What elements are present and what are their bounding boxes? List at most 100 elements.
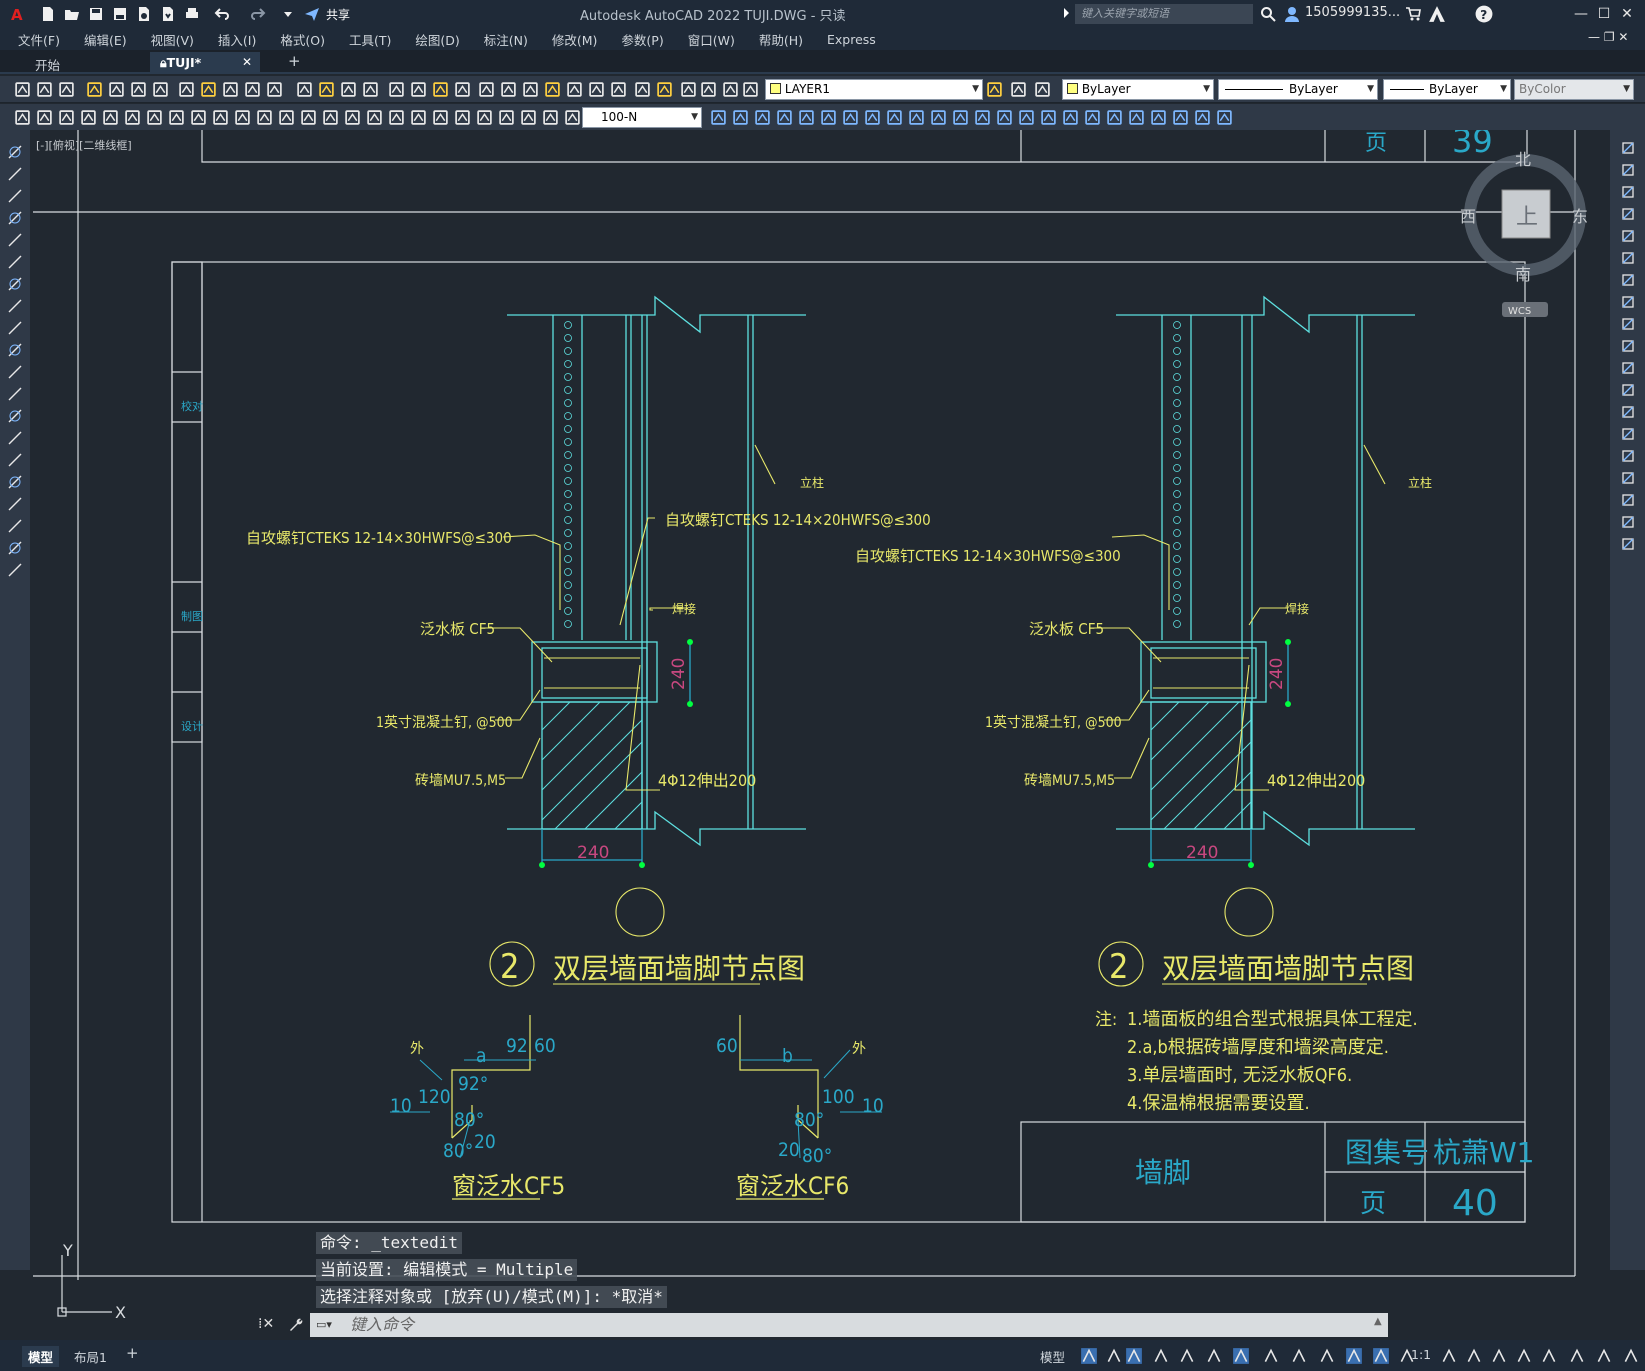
dimension-tool-icon-29[interactable] (776, 109, 793, 126)
status-toggle-icon-19[interactable] (1595, 1347, 1613, 1365)
dimension-tool-icon-24[interactable] (542, 109, 559, 126)
status-toggle-icon-5[interactable] (1205, 1347, 1223, 1365)
command-close-icon[interactable]: ⁞✕ (258, 1316, 275, 1332)
dimension-tool-icon-49[interactable] (1216, 109, 1233, 126)
dimstyle-dropdown[interactable]: 100-N▼ (582, 107, 702, 128)
modify-tool-icon-3[interactable] (1620, 206, 1636, 222)
command-history-icon[interactable]: ▭▾ (316, 1318, 332, 1331)
draw-tool-icon-17[interactable] (7, 518, 23, 534)
dimension-tool-icon-12[interactable] (278, 109, 295, 126)
standard-tool-icon-24[interactable] (566, 81, 583, 98)
modify-tool-icon-14[interactable] (1620, 448, 1636, 464)
menu-item-5[interactable]: 工具(T) (348, 32, 392, 48)
viewport-controls[interactable]: [-][俯视][二维线框] (36, 139, 132, 152)
annotation-scale[interactable]: 1:1 (1411, 1347, 1432, 1362)
quick-access-dropdown-icon[interactable] (277, 3, 299, 25)
dimension-tool-icon-43[interactable] (1084, 109, 1101, 126)
dimension-tool-icon-9[interactable] (212, 109, 229, 126)
draw-tool-icon-19[interactable] (7, 562, 23, 578)
menu-item-6[interactable]: 绘图(D) (415, 32, 460, 48)
viewcube[interactable]: 上 北 南 东 西 WCS (1460, 150, 1588, 317)
standard-tool-icon-33[interactable] (986, 81, 1003, 98)
modify-tool-icon-4[interactable] (1620, 228, 1636, 244)
user-account[interactable]: 1505999135... (1305, 5, 1401, 20)
draw-tool-icon-0[interactable] (7, 144, 23, 160)
new-tab-button[interactable]: + (288, 52, 301, 70)
dimension-tool-icon-3[interactable] (80, 109, 97, 126)
modify-tool-icon-7[interactable] (1620, 294, 1636, 310)
standard-tool-icon-3[interactable] (86, 81, 103, 98)
status-toggle-icon-1[interactable] (1105, 1347, 1123, 1365)
menu-item-11[interactable]: 帮助(H) (758, 32, 803, 48)
standard-tool-icon-1[interactable] (36, 81, 53, 98)
menu-item-4[interactable]: 格式(O) (280, 32, 325, 48)
dimension-tool-icon-6[interactable] (146, 109, 163, 126)
viewcube-south[interactable]: 南 (1515, 265, 1531, 284)
menu-item-9[interactable]: 参数(P) (621, 32, 664, 48)
dimension-tool-icon-30[interactable] (798, 109, 815, 126)
dimension-tool-icon-11[interactable] (256, 109, 273, 126)
dimension-tool-icon-38[interactable] (974, 109, 991, 126)
modify-tool-icon-2[interactable] (1620, 184, 1636, 200)
standard-tool-icon-6[interactable] (152, 81, 169, 98)
tab-tuji[interactable]: 🔒︎TUJI* ✕ (150, 52, 260, 74)
status-toggle-icon-20[interactable] (1622, 1347, 1640, 1365)
standard-tool-icon-34[interactable] (1010, 81, 1027, 98)
menu-item-2[interactable]: 视图(V) (150, 32, 194, 48)
viewcube-east[interactable]: 东 (1572, 207, 1588, 226)
standard-tool-icon-27[interactable] (634, 81, 651, 98)
app-menu-icon[interactable]: A (1, 3, 35, 25)
standard-tool-icon-23[interactable] (544, 81, 561, 98)
dimension-tool-icon-2[interactable] (58, 109, 75, 126)
dimension-tool-icon-41[interactable] (1040, 109, 1057, 126)
dimension-tool-icon-5[interactable] (124, 109, 141, 126)
dimension-tool-icon-36[interactable] (930, 109, 947, 126)
share-icon[interactable] (301, 3, 323, 25)
status-toggle-icon-13[interactable] (1440, 1347, 1458, 1365)
command-scroll-icon[interactable]: ▲ (1374, 1316, 1382, 1327)
linetype-dropdown[interactable]: ByLayer▼ (1218, 79, 1378, 100)
search-input[interactable]: 键入关键字或短语 (1075, 4, 1253, 24)
menu-item-0[interactable]: 文件(F) (18, 32, 60, 48)
dimension-tool-icon-8[interactable] (190, 109, 207, 126)
dimension-tool-icon-44[interactable] (1106, 109, 1123, 126)
search-expand-icon[interactable] (1064, 8, 1069, 18)
dimension-tool-icon-15[interactable] (344, 109, 361, 126)
status-toggle-icon-11[interactable] (1372, 1347, 1390, 1365)
help-icon[interactable]: ? (1475, 5, 1493, 23)
status-toggle-icon-16[interactable] (1515, 1347, 1533, 1365)
standard-tool-icon-18[interactable] (432, 81, 449, 98)
open-web-icon[interactable] (133, 3, 155, 25)
standard-tool-icon-11[interactable] (266, 81, 283, 98)
modify-tool-icon-8[interactable] (1620, 316, 1636, 332)
standard-tool-icon-15[interactable] (362, 81, 379, 98)
save-as-icon[interactable] (109, 3, 131, 25)
modify-tool-icon-9[interactable] (1620, 338, 1636, 354)
status-toggle-icon-2[interactable] (1125, 1347, 1143, 1365)
draw-tool-icon-16[interactable] (7, 496, 23, 512)
dimension-tool-icon-18[interactable] (410, 109, 427, 126)
dimension-tool-icon-4[interactable] (102, 109, 119, 126)
modify-tool-icon-6[interactable] (1620, 272, 1636, 288)
status-toggle-icon-4[interactable] (1178, 1347, 1196, 1365)
standard-tool-icon-16[interactable] (388, 81, 405, 98)
new-file-icon[interactable] (37, 3, 59, 25)
standard-tool-icon-31[interactable] (722, 81, 739, 98)
draw-tool-icon-7[interactable] (7, 298, 23, 314)
modify-tool-icon-18[interactable] (1620, 536, 1636, 552)
plotstyle-dropdown[interactable]: ByColor▼ (1514, 79, 1634, 100)
status-toggle-icon-12[interactable] (1398, 1347, 1416, 1365)
dimension-tool-icon-34[interactable] (886, 109, 903, 126)
modify-tool-icon-10[interactable] (1620, 360, 1636, 376)
status-toggle-icon-8[interactable] (1290, 1347, 1308, 1365)
status-toggle-icon-7[interactable] (1262, 1347, 1280, 1365)
dimension-tool-icon-32[interactable] (842, 109, 859, 126)
modify-tool-icon-13[interactable] (1620, 426, 1636, 442)
dimension-tool-icon-14[interactable] (322, 109, 339, 126)
standard-tool-icon-29[interactable] (680, 81, 697, 98)
standard-tool-icon-32[interactable] (742, 81, 759, 98)
standard-tool-icon-14[interactable] (340, 81, 357, 98)
standard-tool-icon-26[interactable] (610, 81, 627, 98)
open-file-icon[interactable] (61, 3, 83, 25)
viewcube-top[interactable]: 上 (1516, 205, 1538, 230)
